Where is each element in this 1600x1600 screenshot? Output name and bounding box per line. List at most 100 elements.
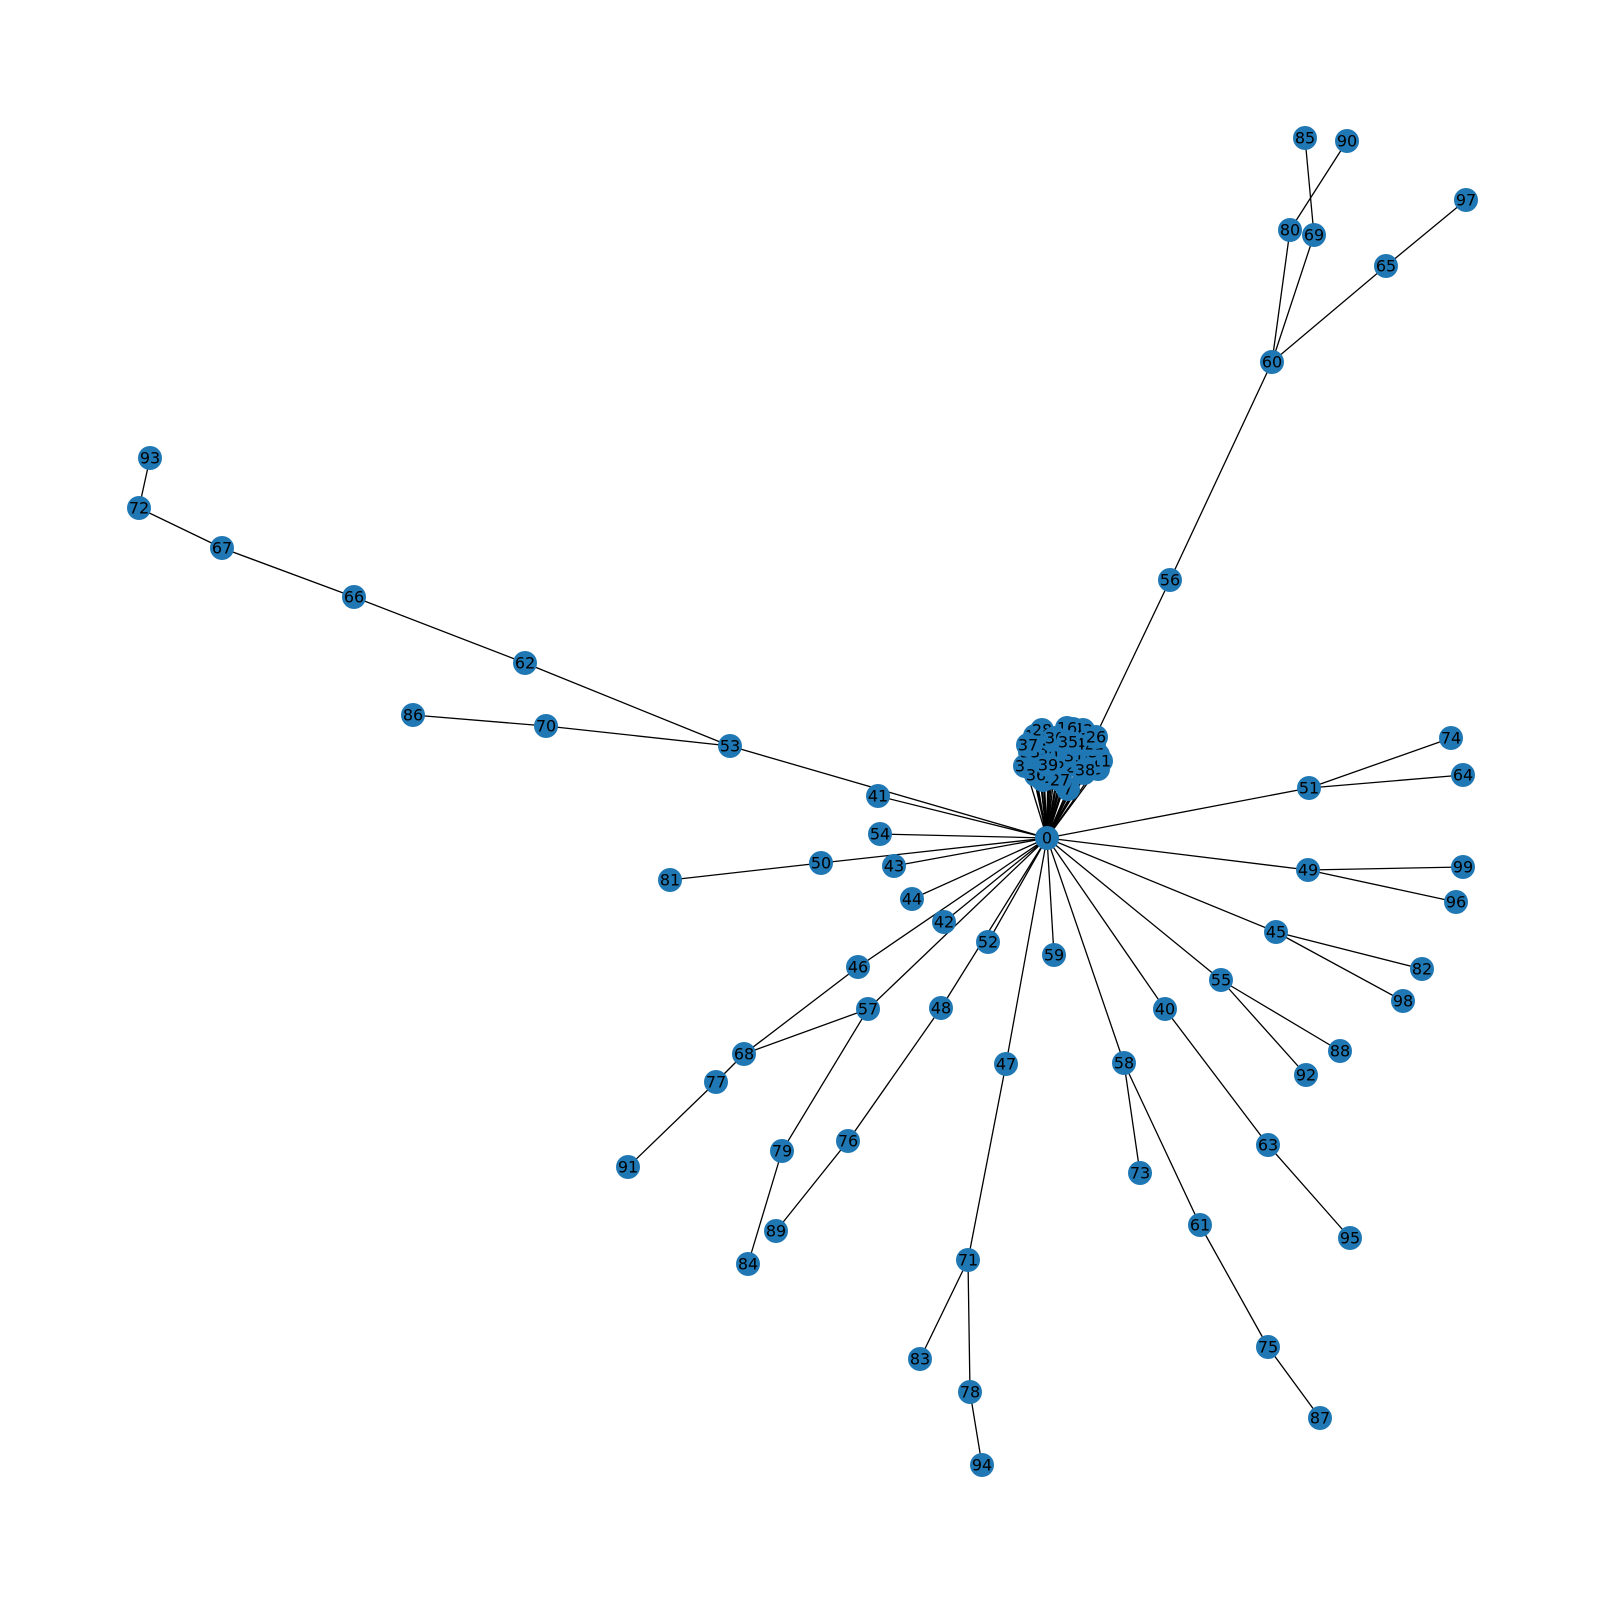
node-label: 55 (1211, 971, 1231, 990)
node-label: 40 (1155, 1000, 1175, 1019)
node-88: 88 (1328, 1039, 1352, 1063)
edge-78-94 (969, 1391, 983, 1466)
node-37: 37 (1016, 733, 1040, 757)
node-58: 58 (1112, 1051, 1136, 1075)
node-circle (210, 536, 234, 560)
edge-48-76 (847, 1007, 942, 1142)
edge-51-64 (1308, 774, 1464, 789)
node-circle (1084, 725, 1108, 749)
edge-66-67 (221, 547, 355, 598)
node-label: 72 (129, 499, 149, 518)
node-92: 92 (1294, 1063, 1318, 1087)
edge-69-85 (1304, 137, 1315, 236)
node-75: 75 (1256, 1335, 1280, 1359)
node-circle (770, 1139, 794, 1163)
node-label: 70 (536, 717, 556, 736)
node-60: 60 (1260, 350, 1284, 374)
node-circle (1112, 1051, 1136, 1075)
node-label: 99 (1453, 858, 1473, 877)
node-label: 83 (910, 1350, 930, 1369)
edge-0-59 (1046, 837, 1055, 956)
node-0: 0 (1035, 826, 1059, 850)
edge-61-75 (1199, 1224, 1269, 1348)
node-label: 93 (140, 449, 160, 468)
edge-46-68 (743, 966, 859, 1055)
node-label: 52 (978, 933, 998, 952)
node-circle (1454, 188, 1478, 212)
node-circle (1153, 997, 1177, 1021)
edge-51-74 (1308, 737, 1452, 789)
edge-0-51 (1046, 787, 1310, 839)
node-53: 53 (718, 734, 742, 758)
edge-60-80 (1271, 229, 1291, 363)
node-97: 97 (1454, 188, 1478, 212)
node-77: 77 (704, 1070, 728, 1094)
edge-49-99 (1307, 866, 1464, 871)
node-circle (1278, 218, 1302, 242)
edge-49-96 (1307, 869, 1457, 903)
edge-76-89 (775, 1140, 849, 1232)
node-label: 60 (1262, 353, 1282, 372)
node-circle (1294, 1063, 1318, 1087)
node-circle (958, 1380, 982, 1404)
node-78: 78 (958, 1380, 982, 1404)
node-circle (1016, 733, 1040, 757)
node-79: 79 (770, 1139, 794, 1163)
edge-57-68 (743, 1008, 869, 1055)
node-circle (1035, 826, 1059, 850)
node-circle (736, 1252, 760, 1276)
node-label: 94 (972, 1456, 992, 1475)
node-label: 50 (811, 854, 831, 873)
node-circle (868, 822, 892, 846)
edge-0-46 (857, 837, 1048, 968)
edge-0-49 (1046, 837, 1309, 871)
edge-0-54 (879, 833, 1048, 839)
node-label: 41 (868, 787, 888, 806)
node-circle (1391, 989, 1415, 1013)
node-circle (908, 1347, 932, 1371)
node-circle (534, 714, 558, 738)
edge-50-81 (669, 862, 822, 881)
edge-0-45 (1046, 837, 1277, 933)
node-95: 95 (1338, 1226, 1362, 1250)
node-label: 86 (403, 706, 423, 725)
node-label: 84 (738, 1255, 758, 1274)
node-circle (900, 887, 924, 911)
node-label: 95 (1340, 1229, 1360, 1248)
edge-77-91 (627, 1081, 717, 1168)
node-label: 58 (1114, 1054, 1134, 1073)
node-label: 38 (1075, 761, 1095, 780)
edge-67-72 (138, 507, 223, 549)
node-42: 42 (932, 910, 956, 934)
node-43: 43 (882, 854, 906, 878)
node-circle (882, 854, 906, 878)
node-52: 52 (976, 930, 1000, 954)
node-87: 87 (1308, 1406, 1332, 1430)
node-62: 62 (513, 651, 537, 675)
node-circle (1073, 758, 1097, 782)
node-label: 61 (1190, 1216, 1210, 1235)
node-circle (1264, 920, 1288, 944)
edge-0-42 (943, 837, 1048, 923)
node-41: 41 (866, 784, 890, 808)
node-label: 75 (1258, 1338, 1278, 1357)
graph-nodes: 1234567891011121314151617181920212223242… (127, 126, 1478, 1477)
node-circle (718, 734, 742, 758)
node-label: 97 (1456, 191, 1476, 210)
node-76: 76 (836, 1129, 860, 1153)
edge-53-62 (524, 662, 731, 747)
node-label: 65 (1376, 257, 1396, 276)
node-81: 81 (658, 868, 682, 892)
node-50: 50 (809, 851, 833, 875)
node-label: 44 (902, 890, 922, 909)
node-64: 64 (1451, 763, 1475, 787)
node-69: 69 (1302, 223, 1326, 247)
node-49: 49 (1296, 858, 1320, 882)
node-label: 46 (848, 958, 868, 977)
node-label: 53 (720, 737, 740, 756)
node-circle (929, 996, 953, 1020)
node-label: 54 (870, 825, 890, 844)
edge-80-90 (1289, 140, 1348, 231)
node-label: 51 (1299, 779, 1319, 798)
